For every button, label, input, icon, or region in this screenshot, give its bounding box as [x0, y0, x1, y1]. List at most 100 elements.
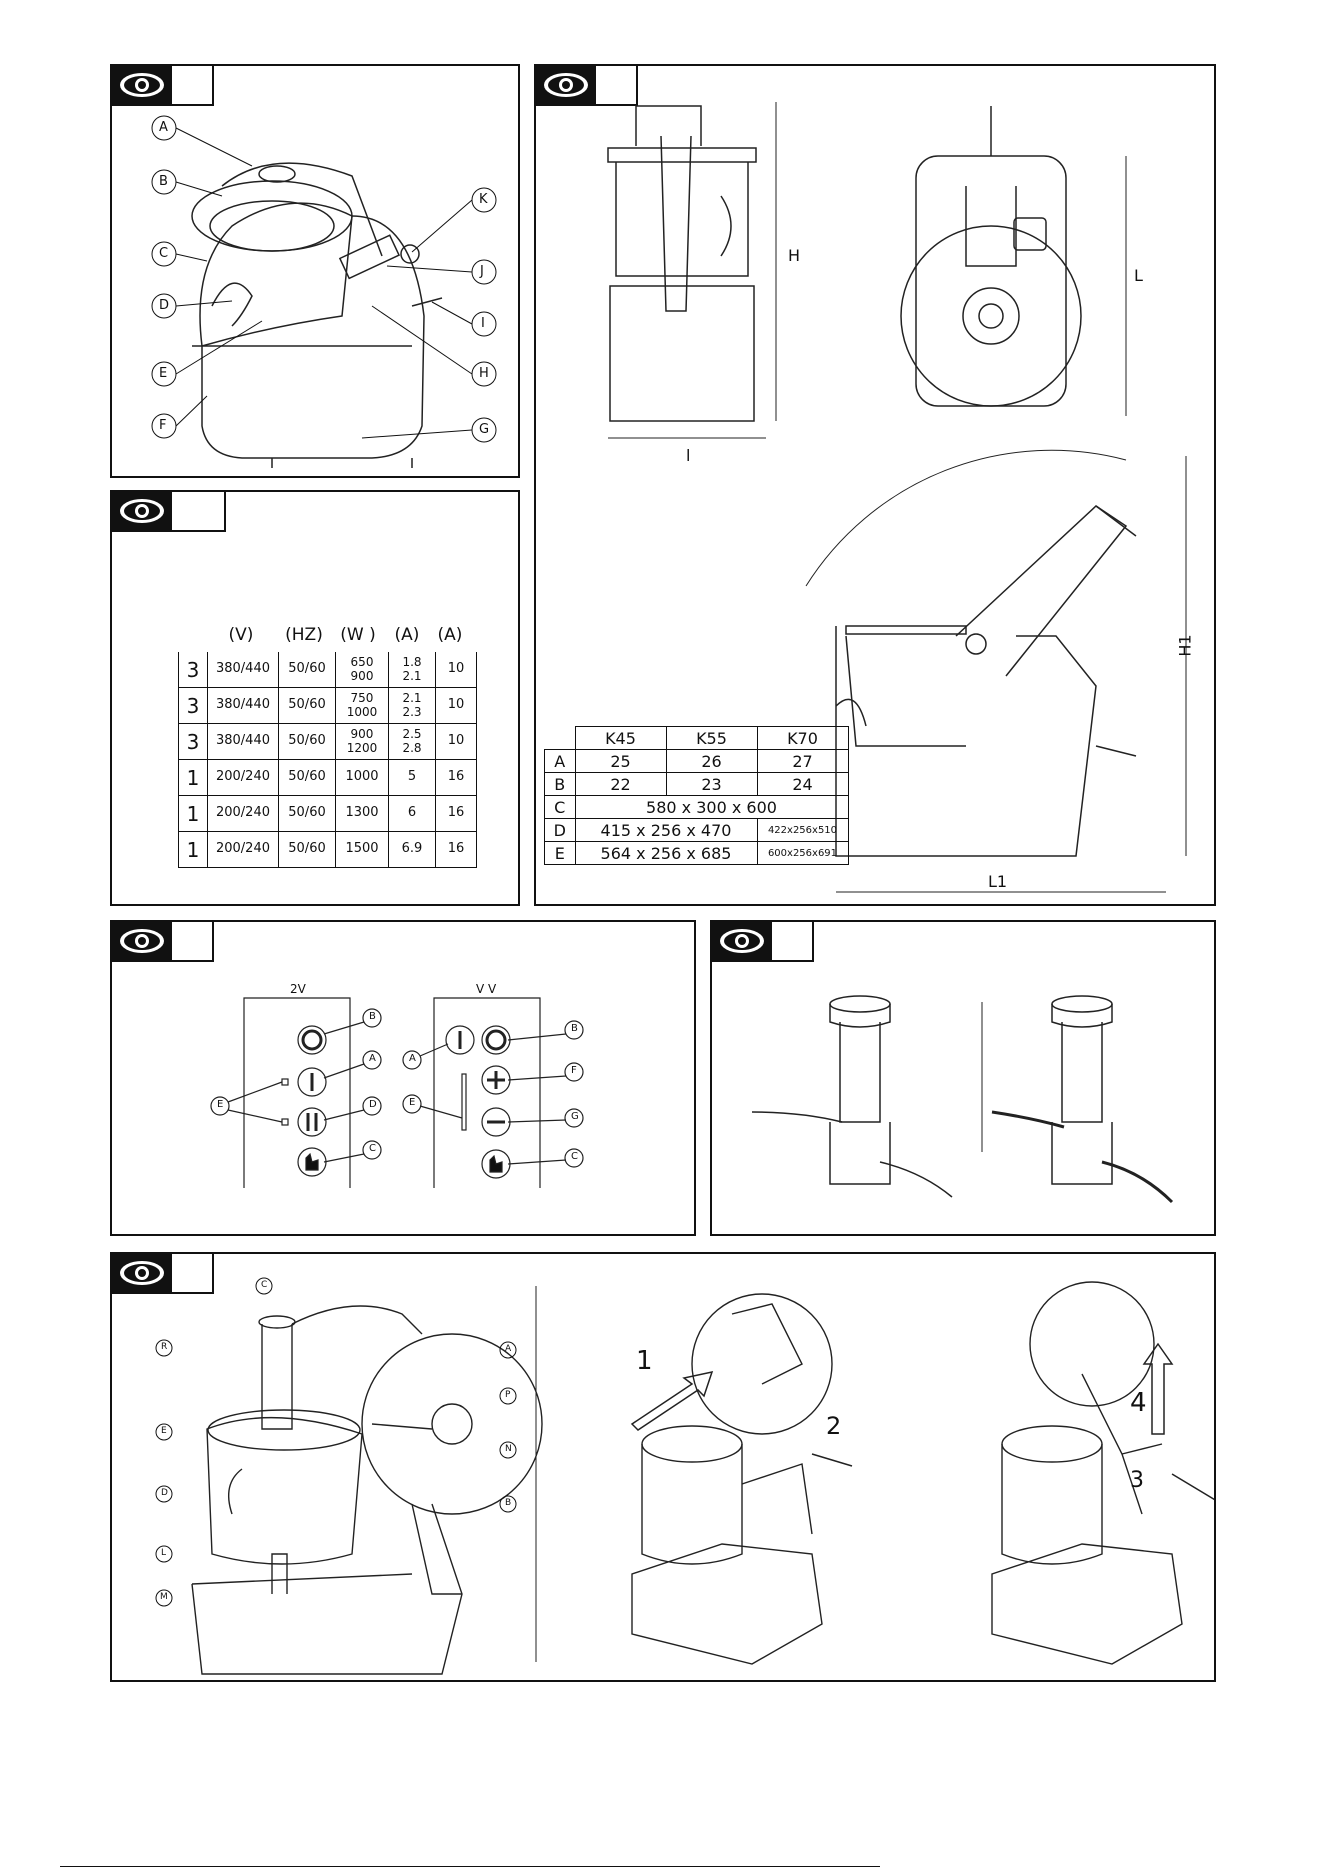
specs-cell: 50/60 [278, 724, 335, 759]
panel-dimensions: H l L H1 L1 K45 K55 K70 A 25 26 27 B 22 … [534, 64, 1216, 906]
dims-cell: 600x256x691 [756, 841, 849, 865]
panel-blades [710, 920, 1216, 1236]
panel-tag [112, 922, 214, 962]
callout-label-k: K [479, 192, 488, 207]
dims-cell: 422x256x510 [756, 818, 849, 842]
eye-icon [112, 66, 172, 104]
dims-cell: 415 x 256 x 470 [574, 818, 758, 842]
eye-icon [112, 1254, 172, 1292]
dim-label-l-small: l [686, 446, 691, 465]
control-panels-drawing [210, 997, 584, 1188]
dims-cell: 580 x 300 x 600 [574, 795, 849, 819]
panel-tag [712, 922, 814, 962]
control-label: F [571, 1065, 577, 1076]
panel-tag [112, 492, 226, 532]
specs-cell: 200/240 [207, 832, 278, 867]
control-label: E [217, 1099, 224, 1110]
callout-label-h: H [479, 366, 489, 381]
assembly-label: D [161, 1488, 168, 1498]
dims-row: A 25 26 27 [544, 749, 849, 773]
control-label: A [409, 1053, 416, 1064]
assembly-label: C [261, 1280, 268, 1290]
specs-cell: 10 [435, 652, 477, 687]
panel-tag [112, 66, 214, 106]
dims-cell: D [544, 818, 576, 842]
callout-label-b: B [159, 174, 168, 189]
assembly-label: B [505, 1498, 512, 1508]
specs-cell: 6.9 [388, 832, 435, 867]
control-label: A [369, 1053, 376, 1064]
dims-row: B 22 23 24 [544, 772, 849, 796]
dims-row: E 564 x 256 x 685 600x256x691 [544, 841, 849, 865]
control-panel-vv-title: V V [476, 982, 497, 996]
eye-icon [112, 492, 172, 530]
specs-cell: 3 [178, 724, 207, 759]
specs-cell: 380/440 [207, 652, 278, 687]
specs-cell: 1.8 2.1 [388, 652, 435, 687]
specs-header: (A) [394, 625, 420, 645]
dimensions-table: K45 K55 K70 A 25 26 27 B 22 23 24 C 580 … [544, 726, 849, 865]
dim-label-l: L [1134, 266, 1143, 285]
control-label: B [571, 1023, 578, 1034]
callout-right [361, 187, 497, 443]
specs-header [178, 618, 206, 652]
specs-header: (V) [228, 625, 254, 645]
control-label: B [369, 1011, 376, 1022]
panel-parts-overview: A B C D E F K J I H G [110, 64, 520, 478]
specs-cell: 6 [388, 796, 435, 831]
dims-cell: 23 [665, 772, 758, 796]
control-label: C [571, 1151, 578, 1162]
specs-cell: 650 900 [335, 652, 388, 687]
specs-cell: 1500 [335, 832, 388, 867]
specs-cell: 50/60 [278, 796, 335, 831]
callout-label-c: C [159, 246, 169, 261]
dims-cell: 26 [665, 749, 758, 773]
dims-cell: 25 [574, 749, 667, 773]
dims-cell: A [544, 749, 576, 773]
specs-cell: 50/60 [278, 688, 335, 723]
callout-label-g: G [479, 422, 490, 437]
control-label: D [369, 1099, 377, 1110]
specs-cell: 16 [435, 796, 477, 831]
callout-label-f: F [159, 418, 167, 433]
specs-cell: 380/440 [207, 688, 278, 723]
dims-header [544, 726, 576, 750]
panel-tag [112, 1254, 214, 1294]
specs-cell: 16 [435, 832, 477, 867]
assembly-label: M [160, 1592, 168, 1602]
dims-cell: E [544, 841, 576, 865]
dims-cell: B [544, 772, 576, 796]
specs-cell: 380/440 [207, 724, 278, 759]
specs-cell: 2.5 2.8 [388, 724, 435, 759]
specs-cell: 10 [435, 688, 477, 723]
dims-cell: 22 [574, 772, 667, 796]
step-number-3: 3 [1130, 1468, 1144, 1493]
specs-cell: 200/240 [207, 796, 278, 831]
control-label: E [409, 1097, 416, 1108]
panel-controls: 2V V V [110, 920, 696, 1236]
dim-label-h1: H1 [1175, 634, 1195, 657]
callout-left [151, 115, 263, 439]
dims-row: D 415 x 256 x 470 422x256x510 [544, 818, 849, 842]
assembly-label: A [505, 1344, 512, 1354]
dims-cell: C [544, 795, 576, 819]
specs-cell: 1 [178, 832, 207, 867]
assembly-drawing [155, 1277, 1214, 1675]
assembly-label: E [161, 1426, 167, 1436]
blades-drawing [751, 995, 1174, 1204]
callout-label-j: J [480, 264, 484, 279]
assembly-label: R [161, 1342, 168, 1352]
control-panel-2v-title: 2V [290, 982, 306, 996]
callout-label-e: E [159, 366, 168, 381]
machine-illustration [151, 115, 497, 468]
dims-cell: 564 x 256 x 685 [574, 841, 758, 865]
callout-label-d: D [159, 298, 170, 313]
dims-header: K70 [756, 726, 849, 750]
specs-cell: 50/60 [278, 652, 335, 687]
assembly-label: N [505, 1444, 512, 1454]
